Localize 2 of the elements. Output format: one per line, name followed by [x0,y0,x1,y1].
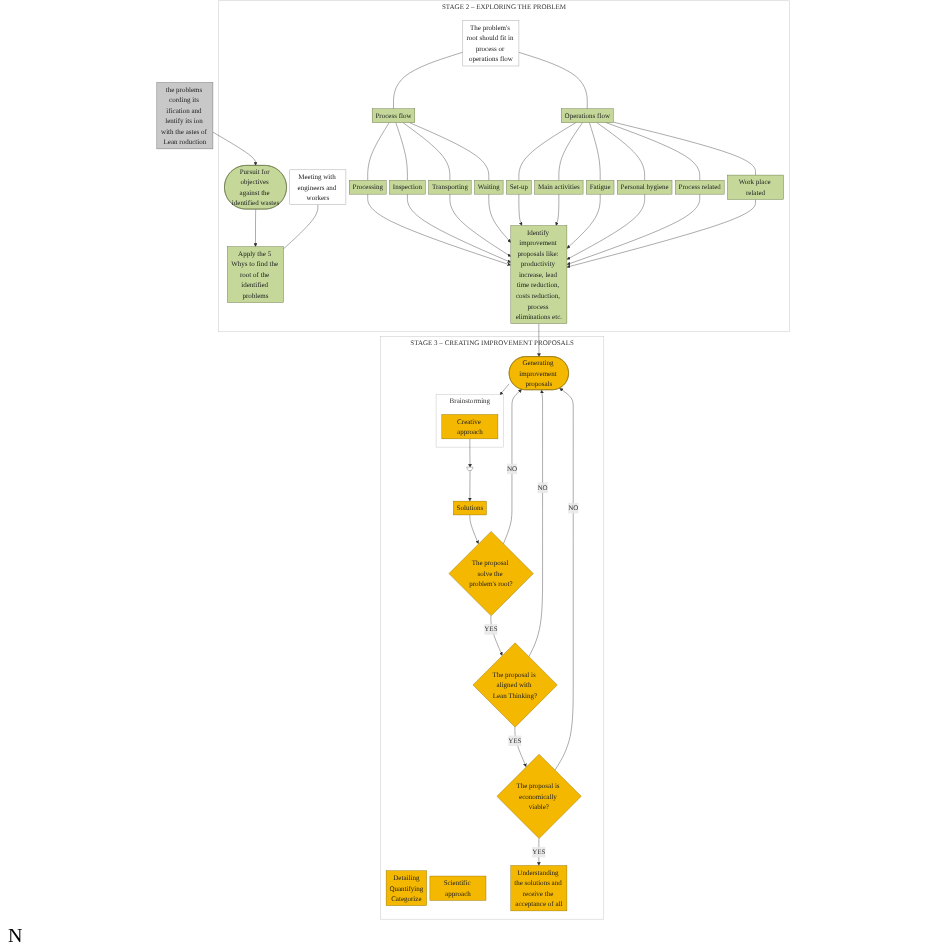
node-funnel [467,467,475,471]
stage-heading-fragment: N [8,926,23,948]
